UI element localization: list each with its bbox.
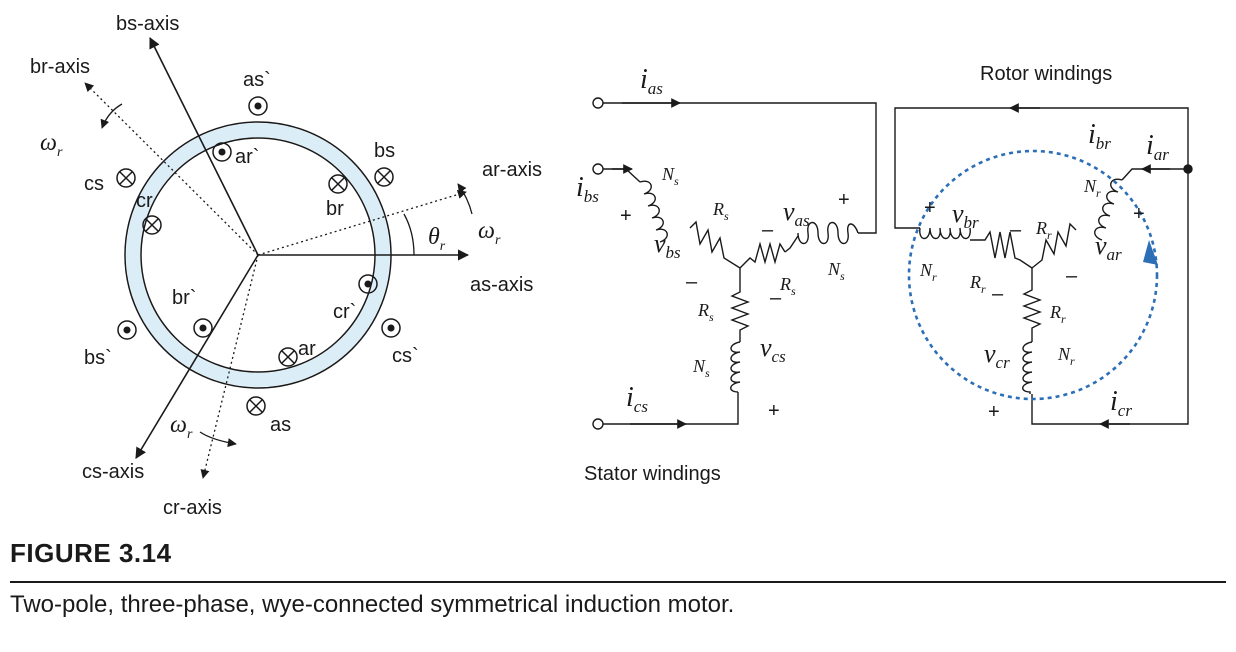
stator-labels: ias ibs ics vas vbs vcs Ns Ns Ns Rs Rs R… bbox=[576, 64, 850, 485]
ar-axis-line bbox=[257, 190, 467, 256]
stator-resistor-c bbox=[730, 268, 750, 342]
rotor-v-ar: var bbox=[1095, 231, 1122, 264]
rotor-R-a: Rr bbox=[1035, 218, 1052, 242]
conductor-cs-prime: cs` bbox=[392, 345, 419, 367]
stator-v-as: vas bbox=[783, 197, 810, 230]
omega-r-label-2: ωr bbox=[478, 218, 501, 248]
circulation-arrowhead bbox=[1143, 240, 1158, 265]
rotor-circuit bbox=[894, 103, 1193, 429]
stator-coil-a bbox=[797, 221, 859, 245]
cr-axis-line bbox=[200, 254, 259, 479]
stator-N-b: Ns bbox=[661, 164, 679, 188]
conductor-as-prime: as` bbox=[243, 69, 271, 91]
rotor-resistor-c bbox=[1022, 268, 1042, 342]
rotor-coil-b bbox=[919, 227, 971, 240]
omega-r-label-1: ωr bbox=[40, 130, 63, 160]
conductor-cs: cs bbox=[84, 173, 104, 195]
bs-axis-line bbox=[149, 36, 259, 256]
rotor-i-cr: icr bbox=[1110, 386, 1132, 420]
rotor-v-br: vbr bbox=[952, 199, 979, 232]
theta-arc bbox=[403, 213, 415, 256]
br-axis-label: br-axis bbox=[30, 56, 90, 78]
caption-divider bbox=[10, 581, 1226, 583]
terminal-cs bbox=[592, 418, 604, 430]
conductor-ar: ar bbox=[298, 338, 316, 360]
stator-plus-a: + bbox=[838, 189, 850, 211]
rotor-R-b: Rr bbox=[969, 272, 986, 296]
stator-R-c: Rs bbox=[697, 300, 714, 324]
stator-v-cs: vcs bbox=[760, 333, 786, 366]
stator-coil-b bbox=[639, 180, 668, 243]
rotor-minus-b2: – bbox=[992, 283, 1004, 305]
stator-N-c: Ns bbox=[692, 356, 710, 380]
rotor-N-b: Nr bbox=[919, 260, 937, 284]
stator-minus-b: – bbox=[686, 271, 698, 293]
conductor-as: as bbox=[270, 414, 291, 436]
rotor-N-a: Nr bbox=[1083, 176, 1101, 200]
conductor-crosses bbox=[116, 167, 394, 416]
stator-minus-a: – bbox=[762, 219, 774, 241]
rotor-windings-title: Rotor windings bbox=[980, 63, 1112, 85]
circulation-loop bbox=[907, 149, 1159, 401]
figure-number: FIGURE 3.14 bbox=[10, 538, 172, 568]
stator-R-a: Rs bbox=[779, 274, 796, 298]
conductor-bs: bs bbox=[374, 140, 395, 162]
stator-windings-title: Stator windings bbox=[584, 463, 721, 485]
stator-circuit bbox=[592, 97, 877, 430]
stator-i-cs: ics bbox=[626, 382, 648, 416]
omega-arrow-br bbox=[100, 103, 123, 129]
stator-plus-b: + bbox=[620, 205, 632, 227]
conductor-br-prime: br` bbox=[172, 287, 196, 309]
stator-v-bs: vbs bbox=[654, 229, 681, 262]
stator-resistor-a bbox=[739, 241, 786, 269]
conductor-bs-prime: bs` bbox=[84, 347, 112, 369]
stator-i-bs: ibs bbox=[576, 172, 599, 206]
rotor-plus-c: + bbox=[988, 401, 1000, 423]
ar-axis-label: ar-axis bbox=[482, 159, 542, 181]
stator-resistor-b bbox=[689, 220, 741, 269]
stator-N-a: Ns bbox=[827, 259, 845, 283]
cs-axis-line bbox=[135, 254, 259, 459]
rotor-v-cr: vcr bbox=[984, 339, 1010, 372]
rotor-i-br: ibr bbox=[1088, 119, 1111, 153]
stator-R-b: Rs bbox=[712, 199, 729, 223]
rotor-resistor-b bbox=[970, 230, 1033, 269]
rotor-minus-b: – bbox=[1010, 219, 1022, 241]
rotor-resistor-a bbox=[1031, 222, 1077, 269]
omega-arrow-ar bbox=[457, 183, 473, 215]
rotor-coil-c bbox=[1022, 341, 1033, 394]
rotor-i-ar: iar bbox=[1146, 130, 1169, 164]
omega-arrow-cr bbox=[199, 431, 237, 448]
conductor-ar-prime: ar` bbox=[235, 146, 259, 168]
cr-axis-label: cr-axis bbox=[163, 497, 222, 519]
rotor-coil-a bbox=[1094, 178, 1123, 241]
conductor-dots bbox=[117, 96, 401, 340]
cs-axis-label: cs-axis bbox=[82, 461, 144, 483]
figure-caption: Two-pole, three-phase, wye-connected sym… bbox=[10, 591, 735, 618]
stator-coil-c bbox=[730, 341, 741, 393]
stator-plus-c: + bbox=[768, 400, 780, 422]
conductor-cr-prime: cr` bbox=[333, 301, 356, 323]
br-axis-line bbox=[84, 82, 259, 256]
terminal-bs bbox=[592, 163, 604, 175]
omega-r-label-3: ωr bbox=[170, 412, 193, 442]
theta-r-label: θr bbox=[428, 224, 446, 254]
rotor-plus-b: + bbox=[924, 197, 936, 219]
conductor-br: br bbox=[326, 198, 344, 220]
rotor-R-c: Rr bbox=[1049, 302, 1066, 326]
rotor-N-c: Nr bbox=[1057, 344, 1075, 368]
rotor-plus-a: + bbox=[1133, 203, 1145, 225]
rotor-minus-a: – bbox=[1066, 265, 1078, 287]
as-axis-label: as-axis bbox=[470, 274, 533, 296]
bs-axis-label: bs-axis bbox=[116, 13, 179, 35]
stator-i-as: ias bbox=[640, 64, 663, 98]
machine-cross-section: bs-axis br-axis ar-axis as-axis cs-axis … bbox=[30, 13, 542, 519]
terminal-as bbox=[592, 97, 604, 109]
rotor-labels: ibr iar icr var vbr vcr Nr Nr Nr Rr Rr R… bbox=[919, 63, 1169, 423]
induction-motor-diagram: bs-axis br-axis ar-axis as-axis cs-axis … bbox=[30, 13, 1193, 519]
conductor-cr: cr bbox=[136, 190, 153, 212]
stator-minus-c: – bbox=[770, 287, 782, 309]
